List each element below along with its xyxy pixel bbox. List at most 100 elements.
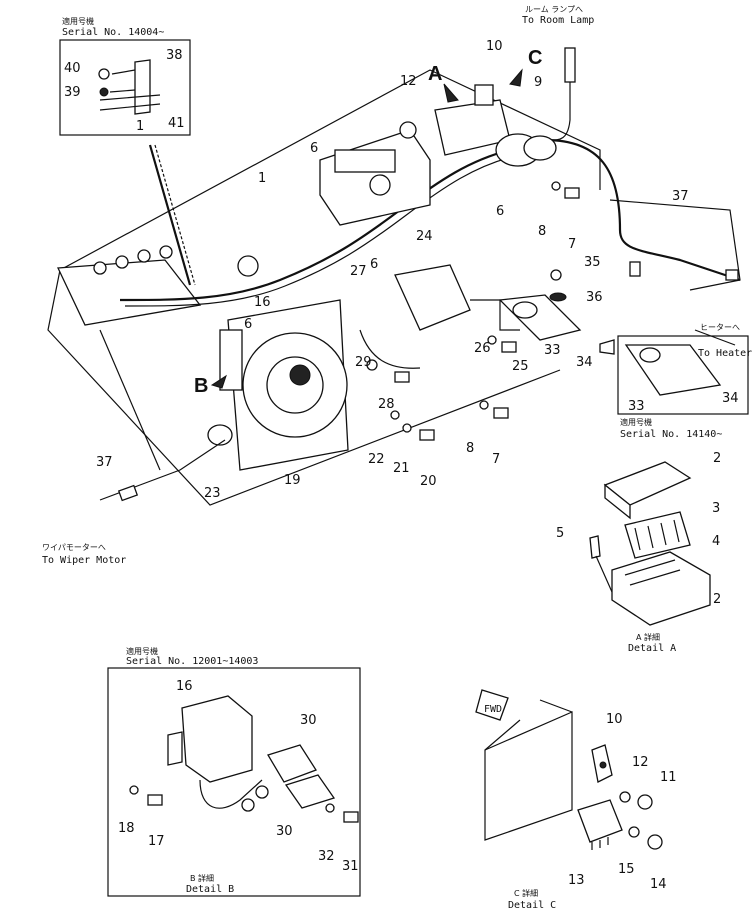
- inset-frame-14140: [617, 335, 749, 415]
- part-16-detail: 16: [176, 679, 193, 694]
- horn-button: [237, 255, 259, 277]
- part-33: 33: [544, 343, 561, 358]
- part-3: 3: [712, 501, 720, 516]
- part-13: 13: [568, 873, 585, 888]
- part-12-detail: 12: [632, 755, 649, 770]
- part-11: 11: [660, 770, 677, 785]
- detail-b-serial-jp: 適用号機: [126, 646, 158, 656]
- part-20: 20: [420, 474, 437, 489]
- part-10: 10: [486, 39, 503, 54]
- part-26: 26: [474, 341, 491, 356]
- grommet-23: [207, 424, 233, 446]
- part-10-detail: 10: [606, 712, 623, 727]
- room-lamp-en: To Room Lamp: [522, 15, 594, 26]
- part-14: 14: [650, 877, 667, 892]
- part-21: 21: [393, 461, 410, 476]
- part-18: 18: [118, 821, 135, 836]
- part-41: 41: [168, 116, 185, 131]
- part-16-main: 16: [254, 295, 271, 310]
- part-1: 1: [258, 171, 266, 186]
- part-23: 23: [204, 486, 221, 501]
- main-harness: [119, 148, 511, 302]
- detail-a-en: Detail A: [628, 643, 676, 654]
- detail-b-jp: B 詳細: [190, 873, 214, 883]
- heater-jp: ヒーターへ: [700, 323, 740, 332]
- part-8-bottom: 8: [466, 441, 474, 456]
- view-letter-c: C: [528, 47, 542, 69]
- part-29: 29: [355, 355, 372, 370]
- view-letter-a: A: [428, 63, 442, 85]
- part-2-a-bottom: 2: [713, 592, 721, 607]
- heater-en: To Heater: [698, 348, 752, 359]
- part-32: 32: [318, 849, 335, 864]
- fuse-box-2: [611, 551, 711, 626]
- part-15: 15: [618, 862, 635, 877]
- part-39: 39: [64, 85, 81, 100]
- part-2-a-top: 2: [713, 451, 721, 466]
- wiper-en: To Wiper Motor: [42, 555, 126, 566]
- part-25: 25: [512, 359, 529, 374]
- part-34-inset: 34: [722, 391, 739, 406]
- inset-14140-jp: 適用号機: [620, 417, 652, 427]
- part-5: 5: [556, 526, 564, 541]
- part-38: 38: [166, 48, 183, 63]
- bolt: [99, 87, 109, 97]
- inset-serial-14140: 33 34 適用号機 Serial No. 14140~: [599, 335, 749, 440]
- fwd-label: FWD: [484, 704, 502, 715]
- part-6-mid: 6: [370, 257, 378, 272]
- pipe: [99, 94, 161, 111]
- inset-14140-serial: Serial No. 14140~: [620, 429, 722, 440]
- inset-serial-label: Serial No. 14004~: [62, 27, 164, 38]
- part-31: 31: [342, 859, 359, 874]
- part-24: 24: [416, 229, 433, 244]
- clip-30-lower: [284, 774, 336, 809]
- main-assembly: ルーム ランプへ To Room Lamp ヒーターへ To Heater ワイ…: [42, 5, 752, 566]
- detail-a-jp: A 詳細: [636, 632, 660, 642]
- view-letter-b: B: [194, 375, 208, 397]
- resistor-16-detail: [181, 695, 253, 783]
- detail-a: 2 3 4 5 2 A 詳細 Detail A: [556, 451, 721, 654]
- wiper-jp: ワイパモーターへ: [42, 543, 106, 552]
- heater-harness: [544, 138, 741, 282]
- part-30-bottom: 30: [276, 824, 293, 839]
- relay-bracket: [498, 294, 582, 341]
- cab-panel-outline: [47, 69, 601, 506]
- part-28: 28: [378, 397, 395, 412]
- inset-frame: [59, 39, 191, 136]
- detail-b-frame: [107, 667, 361, 897]
- part-6-left: 6: [244, 317, 252, 332]
- screw-5: [589, 535, 601, 559]
- detail-b-en: Detail B: [186, 884, 234, 895]
- detail-c: FWD 10 12 11 15 14 13 C 詳細 Detail C: [475, 689, 677, 911]
- fuse-block-4: [624, 511, 691, 559]
- part-12: 12: [400, 74, 417, 89]
- part-6-right: 6: [496, 204, 504, 219]
- part-36: 36: [586, 290, 603, 305]
- part-33-inset: 33: [628, 399, 645, 414]
- detail-b-serial: Serial No. 12001~14003: [126, 656, 258, 667]
- connector-bundle-24: [394, 264, 471, 331]
- inset-serial-14004: 適用号機 Serial No. 14004~ 38 40 39 41 1: [59, 16, 191, 136]
- part-35: 35: [584, 255, 601, 270]
- part-8-top: 8: [538, 224, 546, 239]
- detail-c-jp: C 詳細: [514, 888, 538, 898]
- fwd-arrow-box: [475, 689, 509, 721]
- detail-b: 適用号機 Serial No. 12001~14003 16 30 30 18 …: [107, 646, 361, 897]
- clip-30-upper: [267, 744, 317, 783]
- part-37-left: 37: [96, 455, 113, 470]
- part-7-bottom: 7: [492, 452, 500, 467]
- part-30-top: 30: [300, 713, 317, 728]
- relay-13: [577, 799, 623, 843]
- detail-c-en: Detail C: [508, 900, 556, 911]
- part-27: 27: [350, 264, 367, 279]
- part-1-inset: 1: [136, 119, 144, 134]
- part-4: 4: [712, 534, 720, 549]
- part-6-top: 6: [310, 141, 318, 156]
- part-17: 17: [148, 834, 165, 849]
- room-lamp-connector: [564, 47, 576, 83]
- part-34: 34: [576, 355, 593, 370]
- inset-jp-label: 適用号機: [62, 16, 94, 26]
- switch-console: [57, 259, 202, 326]
- part-9: 9: [534, 75, 542, 90]
- part-7-top: 7: [568, 237, 576, 252]
